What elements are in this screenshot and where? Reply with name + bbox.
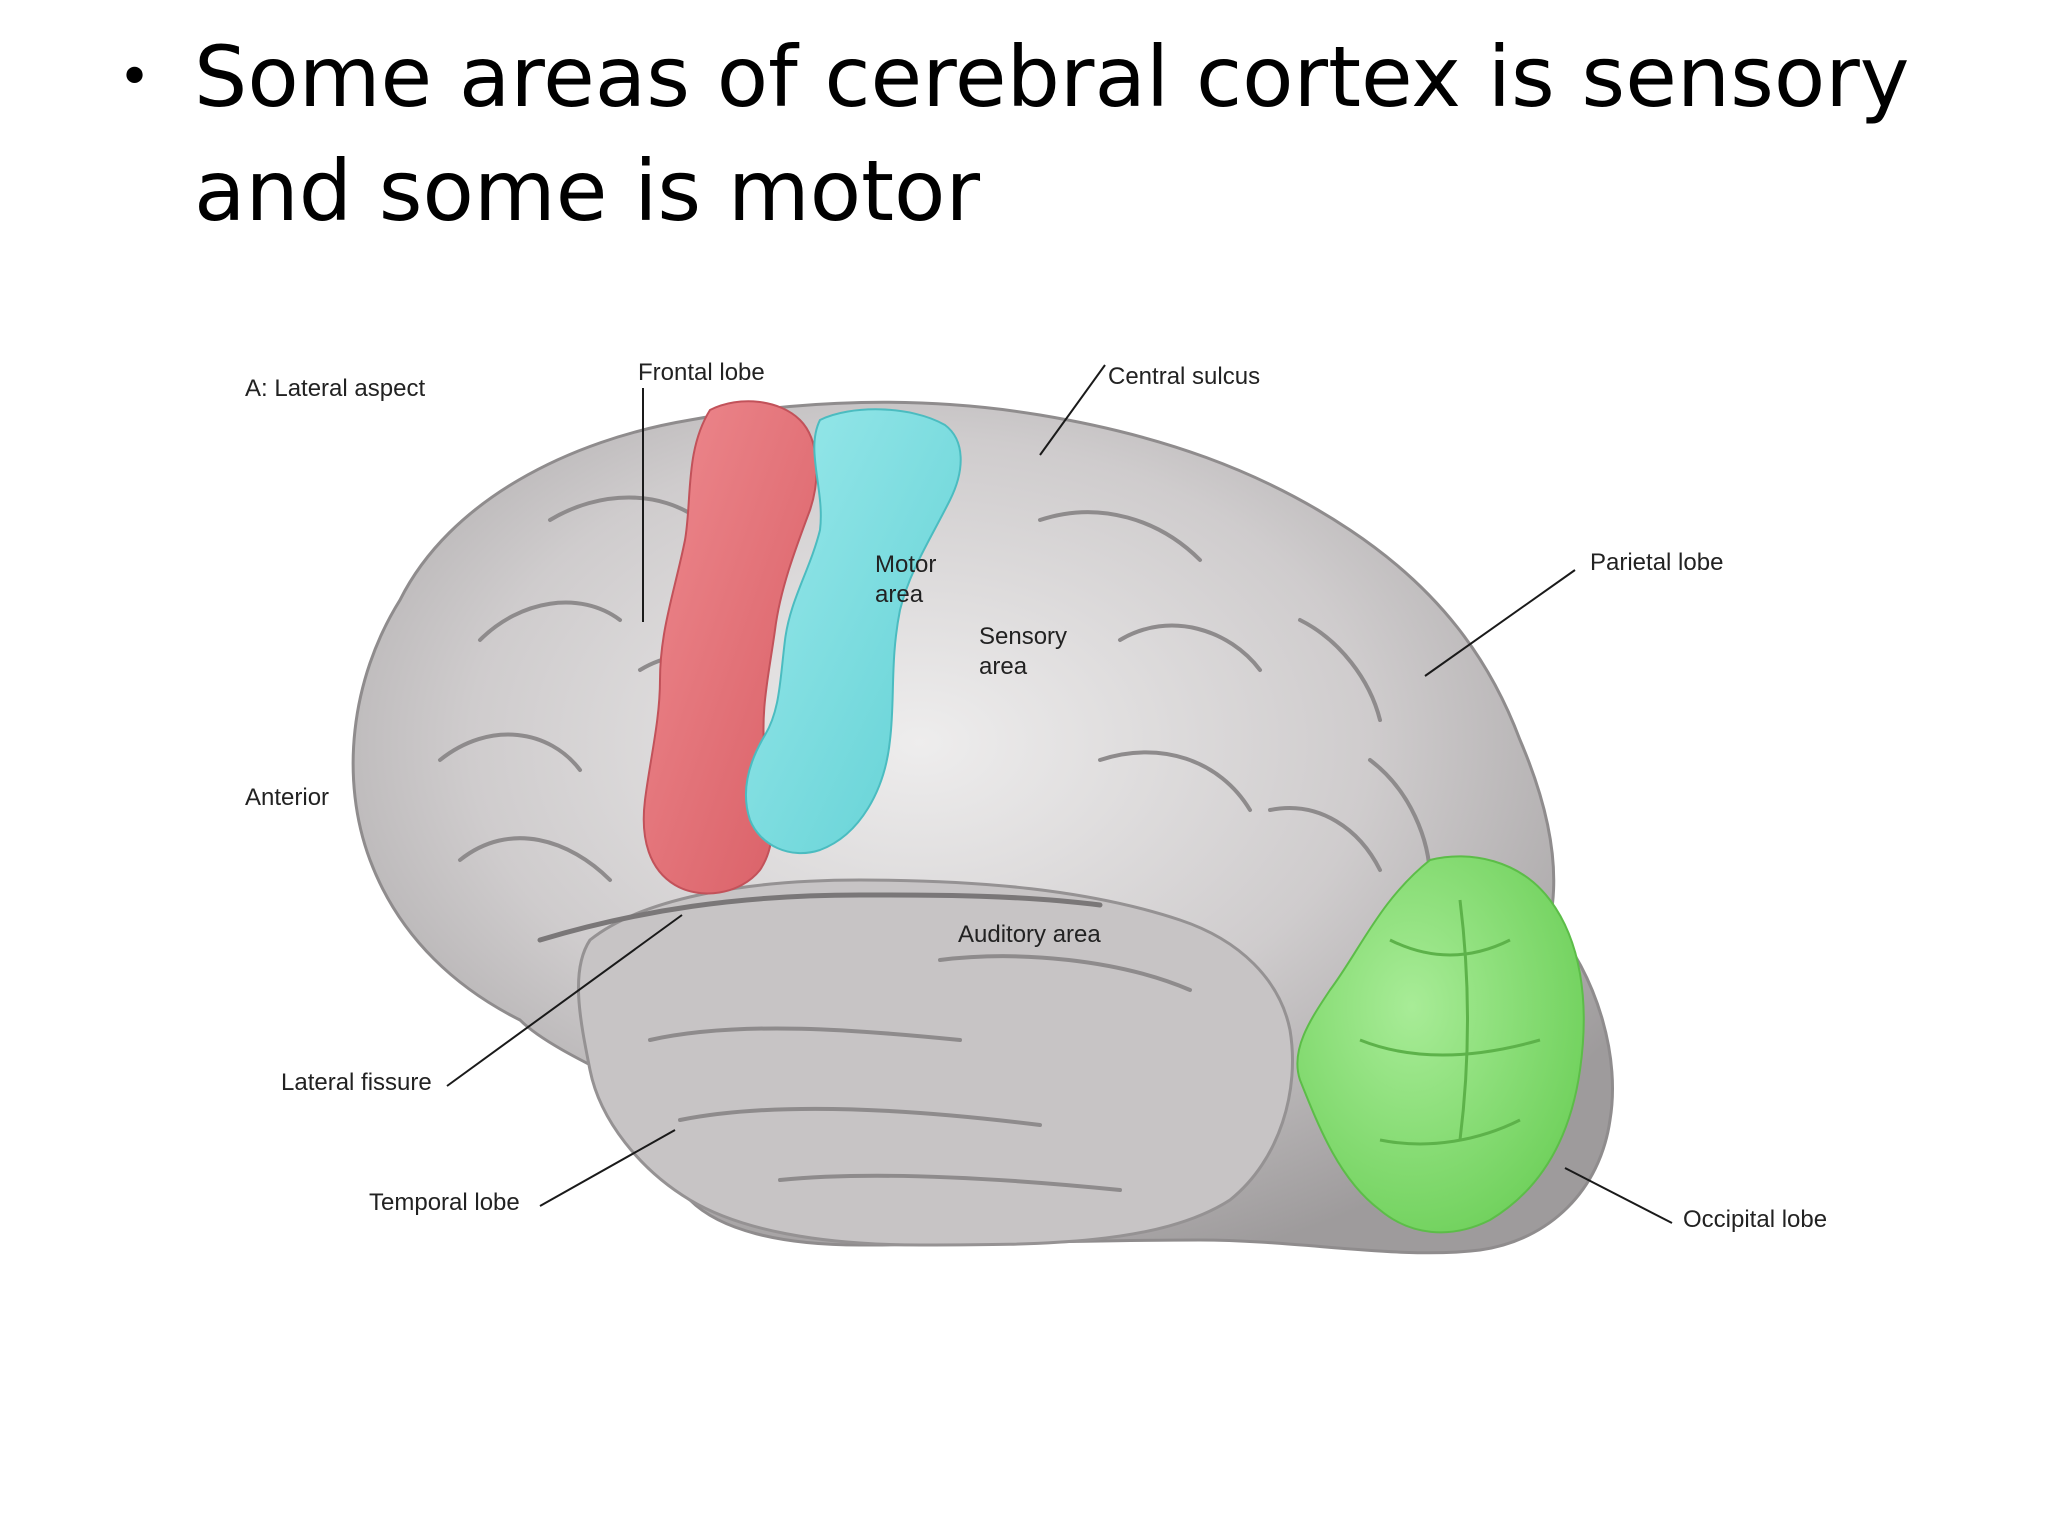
anterior-label: Anterior [245,784,329,811]
temporal-lobe-shape [576,878,1294,1247]
bullet-text: Some areas of cerebral cortex is sensory… [194,28,1910,240]
motor-area-label-line2: area [875,581,924,608]
motor-area-region [642,400,818,895]
central-sulcus-label: Central sulcus [1108,363,1260,390]
motor-area-label-line1: Motor [875,551,936,578]
occipital-lobe-region [1296,855,1585,1234]
occipital-folds [1359,899,1541,1146]
frontal-lobe-label: Frontal lobe [638,359,765,386]
auditory-area-label: Auditory area [958,921,1101,948]
sensory-area-label-line1: Sensory [979,623,1067,650]
sensory-area-region [744,408,962,855]
sensory-area-label-line2: area [979,653,1028,680]
occipital-lobe-label: Occipital lobe [1683,1206,1827,1233]
bullet-dot-icon: • [118,45,152,110]
lateral-fissure-groove [537,892,1103,943]
brain-diagram: A: Lateral aspect Frontal lobe Central s… [220,340,1880,1290]
lateral-fissure-label: Lateral fissure [281,1069,432,1096]
panel-label: A: Lateral aspect [245,375,425,402]
brain-diagram-svg: A: Lateral aspect Frontal lobe Central s… [245,359,1827,1255]
temporal-lobe-label: Temporal lobe [369,1189,520,1216]
leader-lines [446,364,1673,1224]
parietal-lobe-label: Parietal lobe [1590,549,1723,576]
